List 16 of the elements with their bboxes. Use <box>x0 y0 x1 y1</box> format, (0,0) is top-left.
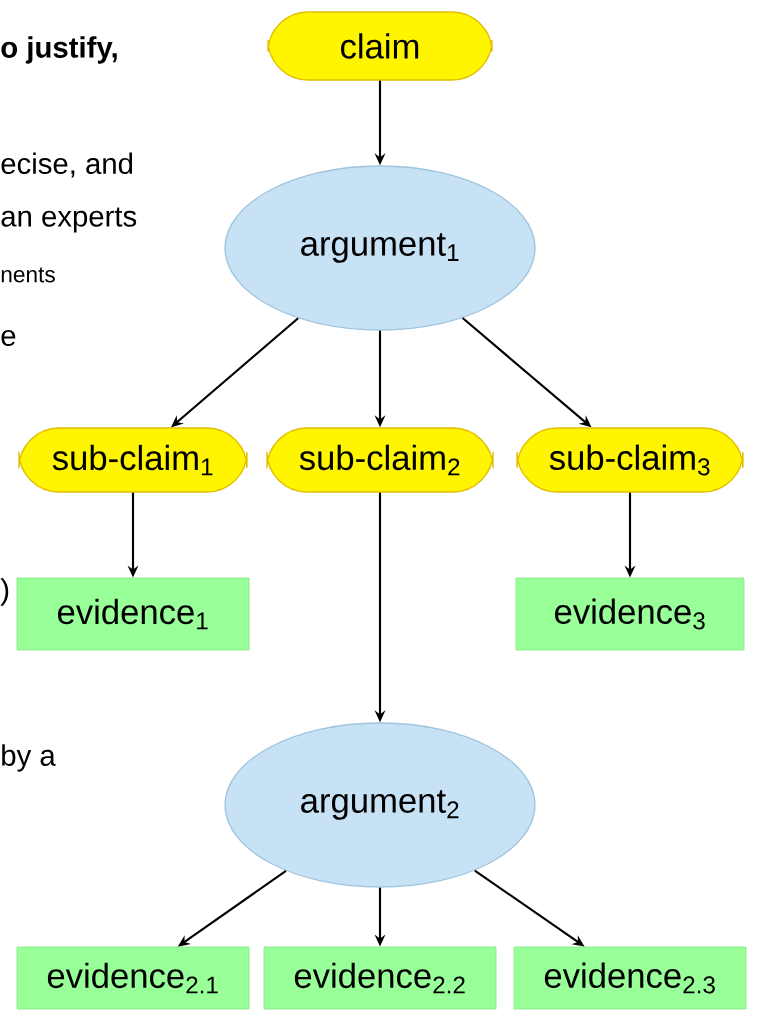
evidence-box: evidence$_{1}$ <box>16 577 250 651</box>
evidence-box: evidence$_{2.3}$ <box>513 946 747 1010</box>
text-fragment: an experts <box>1 207 137 233</box>
text-fragment: ecise, and <box>1 152 133 178</box>
claim-pill: claim <box>267 11 493 81</box>
text-fragment: nents <box>1 267 55 283</box>
text-fragment: by a <box>2 744 56 772</box>
text-fragment: ) <box>0 578 9 606</box>
evidence-box: evidence$_{3}$ <box>515 577 745 651</box>
evidence-box: evidence$_{2.1}$ <box>16 946 250 1010</box>
text-fragment: o justify, <box>1 36 117 64</box>
claim-pill: sub-claim$_{3}$ <box>516 427 744 493</box>
evidence-box: evidence$_{2.2}$ <box>263 946 497 1010</box>
claim-pill: sub-claim$_{1}$ <box>18 427 248 493</box>
claim-pill: sub-claim$_{2}$ <box>266 427 494 493</box>
text-fragment: e <box>1 329 16 347</box>
